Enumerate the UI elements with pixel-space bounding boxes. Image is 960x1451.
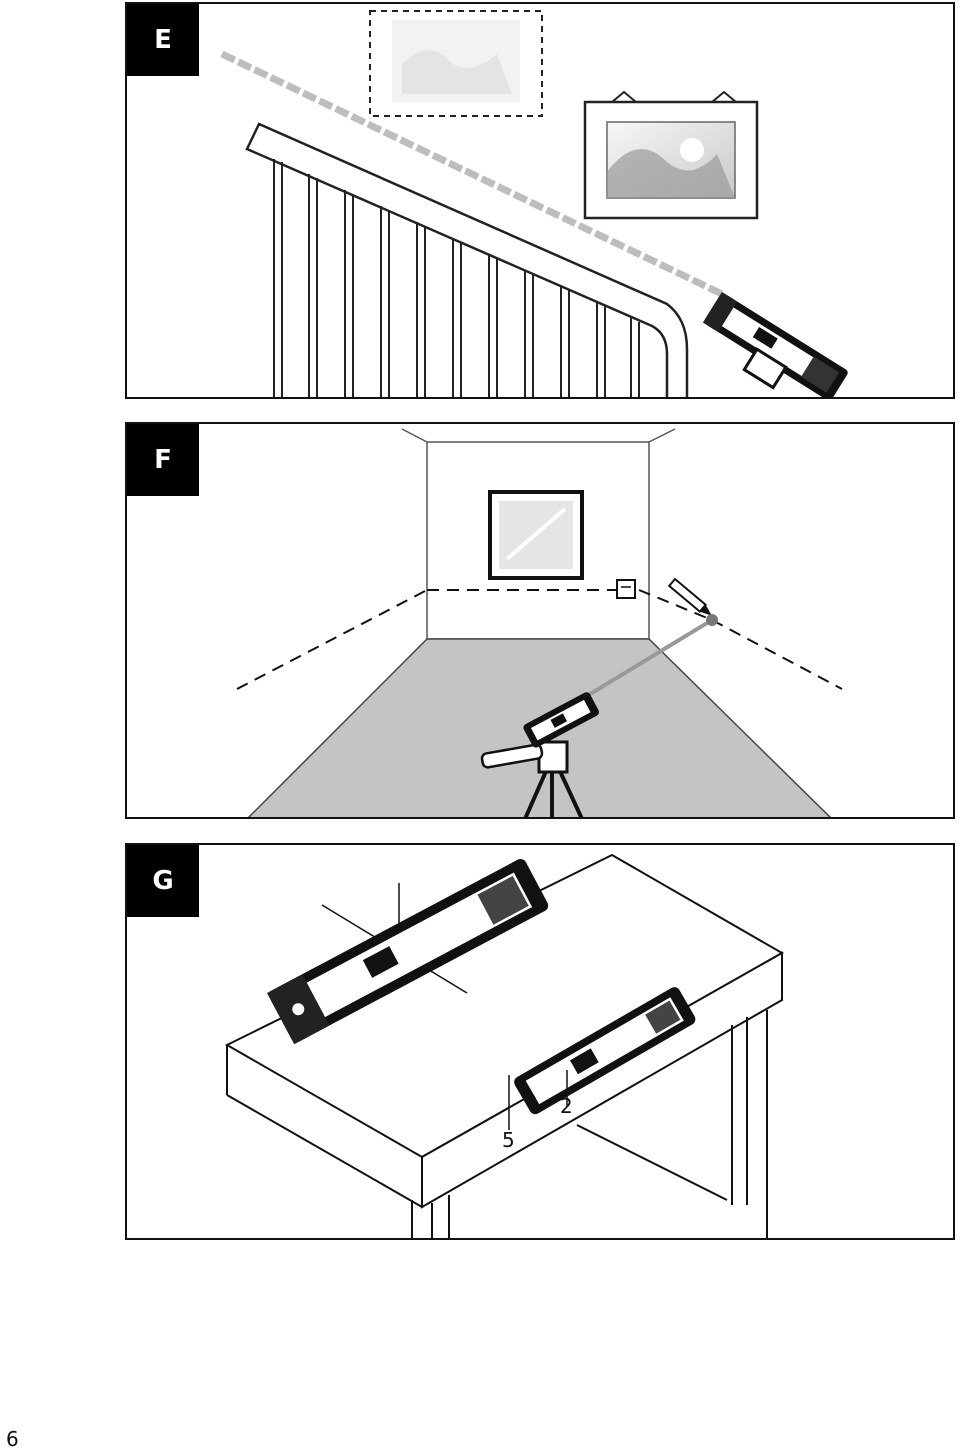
page-number: 6	[6, 1427, 19, 1451]
handrail	[245, 122, 689, 397]
panel-f: F	[125, 422, 955, 819]
tripod	[480, 740, 584, 817]
illustration-table-devices: 2 5	[224, 853, 785, 1238]
wall-switch	[616, 579, 636, 599]
illustration-stair-laser	[220, 10, 848, 397]
pencil-icon	[667, 577, 712, 616]
ghost-frame-outline	[369, 10, 543, 117]
laser-level-device-large	[267, 858, 549, 1045]
illustration-room-laser	[236, 428, 843, 817]
laser-level-device	[702, 292, 848, 397]
panel-e: E	[125, 2, 955, 399]
laser-level-device-small	[514, 987, 696, 1115]
laser-beam-line	[220, 50, 724, 298]
panel-label-g: G	[127, 845, 199, 917]
balusters	[273, 159, 640, 397]
callout-2: 2	[560, 1094, 573, 1118]
panel-g: G 2	[125, 843, 955, 1240]
laser-level-device	[523, 692, 600, 748]
callout-5: 5	[502, 1128, 515, 1152]
panel-label-f: F	[127, 424, 199, 496]
panel-label-e: E	[127, 4, 199, 76]
laser-point	[706, 614, 718, 626]
laser-beam	[575, 618, 714, 704]
